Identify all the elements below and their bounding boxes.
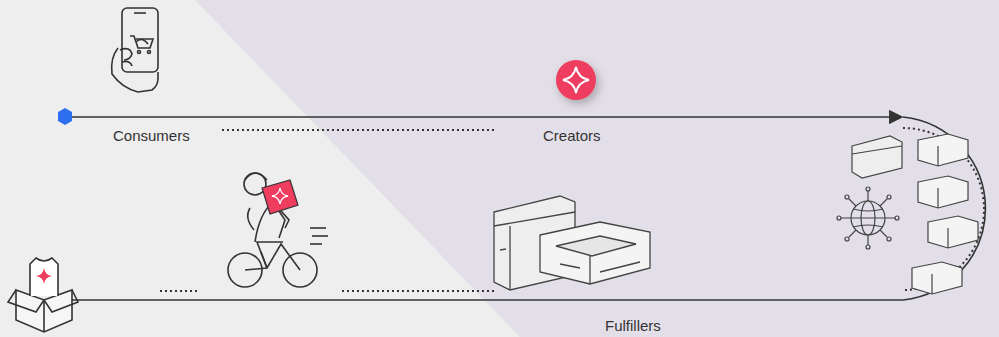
dotted-line [160, 290, 200, 292]
printer-machines [494, 196, 650, 290]
flow-line [72, 116, 902, 118]
background-right [195, 0, 999, 337]
stage-label: Creators [543, 127, 601, 145]
star-icon [563, 67, 589, 93]
start-dot [58, 108, 72, 125]
stage-label: Fulfillers [605, 317, 661, 335]
courier-cyclist [228, 173, 328, 287]
dotted-line [342, 290, 495, 292]
return-line [52, 299, 903, 301]
package-box [8, 258, 78, 332]
star-icon [36, 268, 52, 284]
delivery-bag [262, 180, 298, 214]
phone-icon [112, 8, 158, 92]
fulfiller-network [837, 134, 978, 294]
dotted-line [222, 129, 495, 131]
stage-label: Consumers [113, 127, 190, 145]
turn-arc [903, 117, 985, 300]
creator-badge [556, 60, 596, 100]
